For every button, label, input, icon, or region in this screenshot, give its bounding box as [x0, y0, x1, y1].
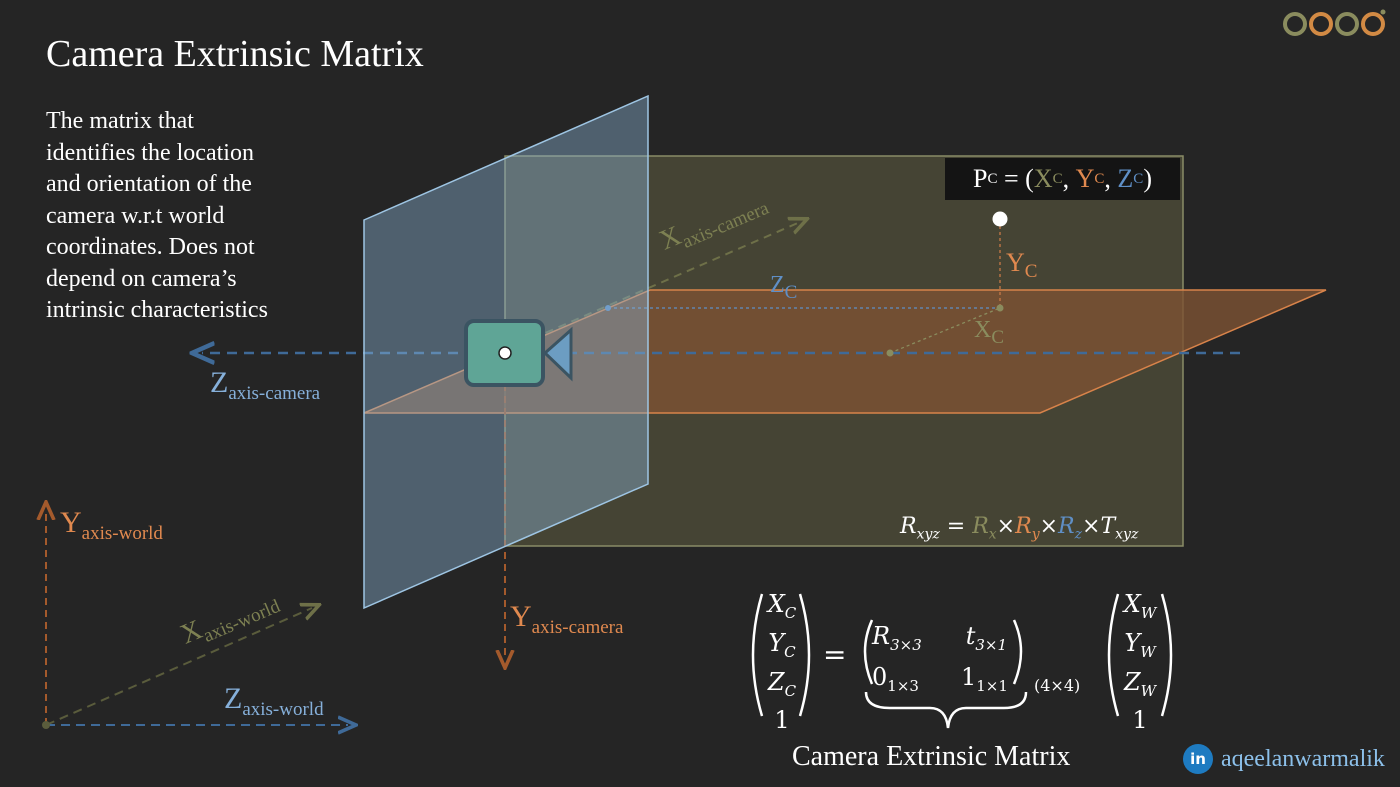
x-axis-world-line: [45, 608, 312, 726]
world-coords-vector: XW YW ZW 1: [1123, 590, 1157, 735]
projection-dot: [996, 304, 1004, 312]
linkedin-link[interactable]: in aqeelanwarmalik: [1183, 744, 1385, 774]
yc-label: YC: [1006, 248, 1038, 283]
xc-guide: [889, 307, 1001, 354]
y-axis-world-label: Yaxis-world: [60, 506, 163, 544]
xc-label: XC: [974, 317, 1005, 348]
z-axis-world-label: Zaxis-world: [224, 682, 324, 720]
rotation-formula: Rxyz = Rx×Ry×Rz×Txyz: [900, 514, 1139, 543]
description: The matrix that identifies the location …: [46, 106, 336, 327]
xc-end-dot: [886, 349, 894, 357]
description-line: and orientation of the: [46, 171, 252, 197]
world-origin: [42, 721, 50, 729]
brand-logo: [1283, 9, 1386, 36]
description-line: intrinsic characteristics: [46, 297, 268, 323]
matrix-brackets: [751, 593, 1173, 729]
linkedin-icon: in: [1183, 744, 1213, 774]
description-line: camera w.r.t world: [46, 202, 225, 229]
description-line: identifies the location: [46, 139, 254, 166]
point-pc: [992, 211, 1008, 227]
camera-icon: [464, 319, 573, 387]
x-axis-camera-line: [519, 222, 800, 345]
matrix-caption: Camera Extrinsic Matrix: [792, 741, 1071, 772]
zc-label: ZC: [770, 272, 798, 303]
description-line: coordinates. Does not: [46, 234, 255, 260]
y-axis-camera-label: Yaxis-camera: [510, 600, 624, 638]
matrix-size-label: (4×4): [1034, 676, 1081, 695]
linkedin-handle[interactable]: aqeelanwarmalik: [1221, 745, 1385, 772]
description-line: The matrix that: [46, 108, 194, 134]
description-line: depend on camera’s: [46, 265, 237, 292]
zc-start-dot: [605, 305, 611, 311]
z-axis-camera-label: Zaxis-camera: [210, 366, 321, 404]
camera-coords-vector: XC YC ZC 1: [767, 590, 797, 735]
equals-sign: =: [823, 638, 847, 671]
page-title: Camera Extrinsic Matrix: [46, 33, 424, 75]
horizontal-plane: [363, 289, 1327, 414]
underbrace: [864, 691, 1028, 729]
